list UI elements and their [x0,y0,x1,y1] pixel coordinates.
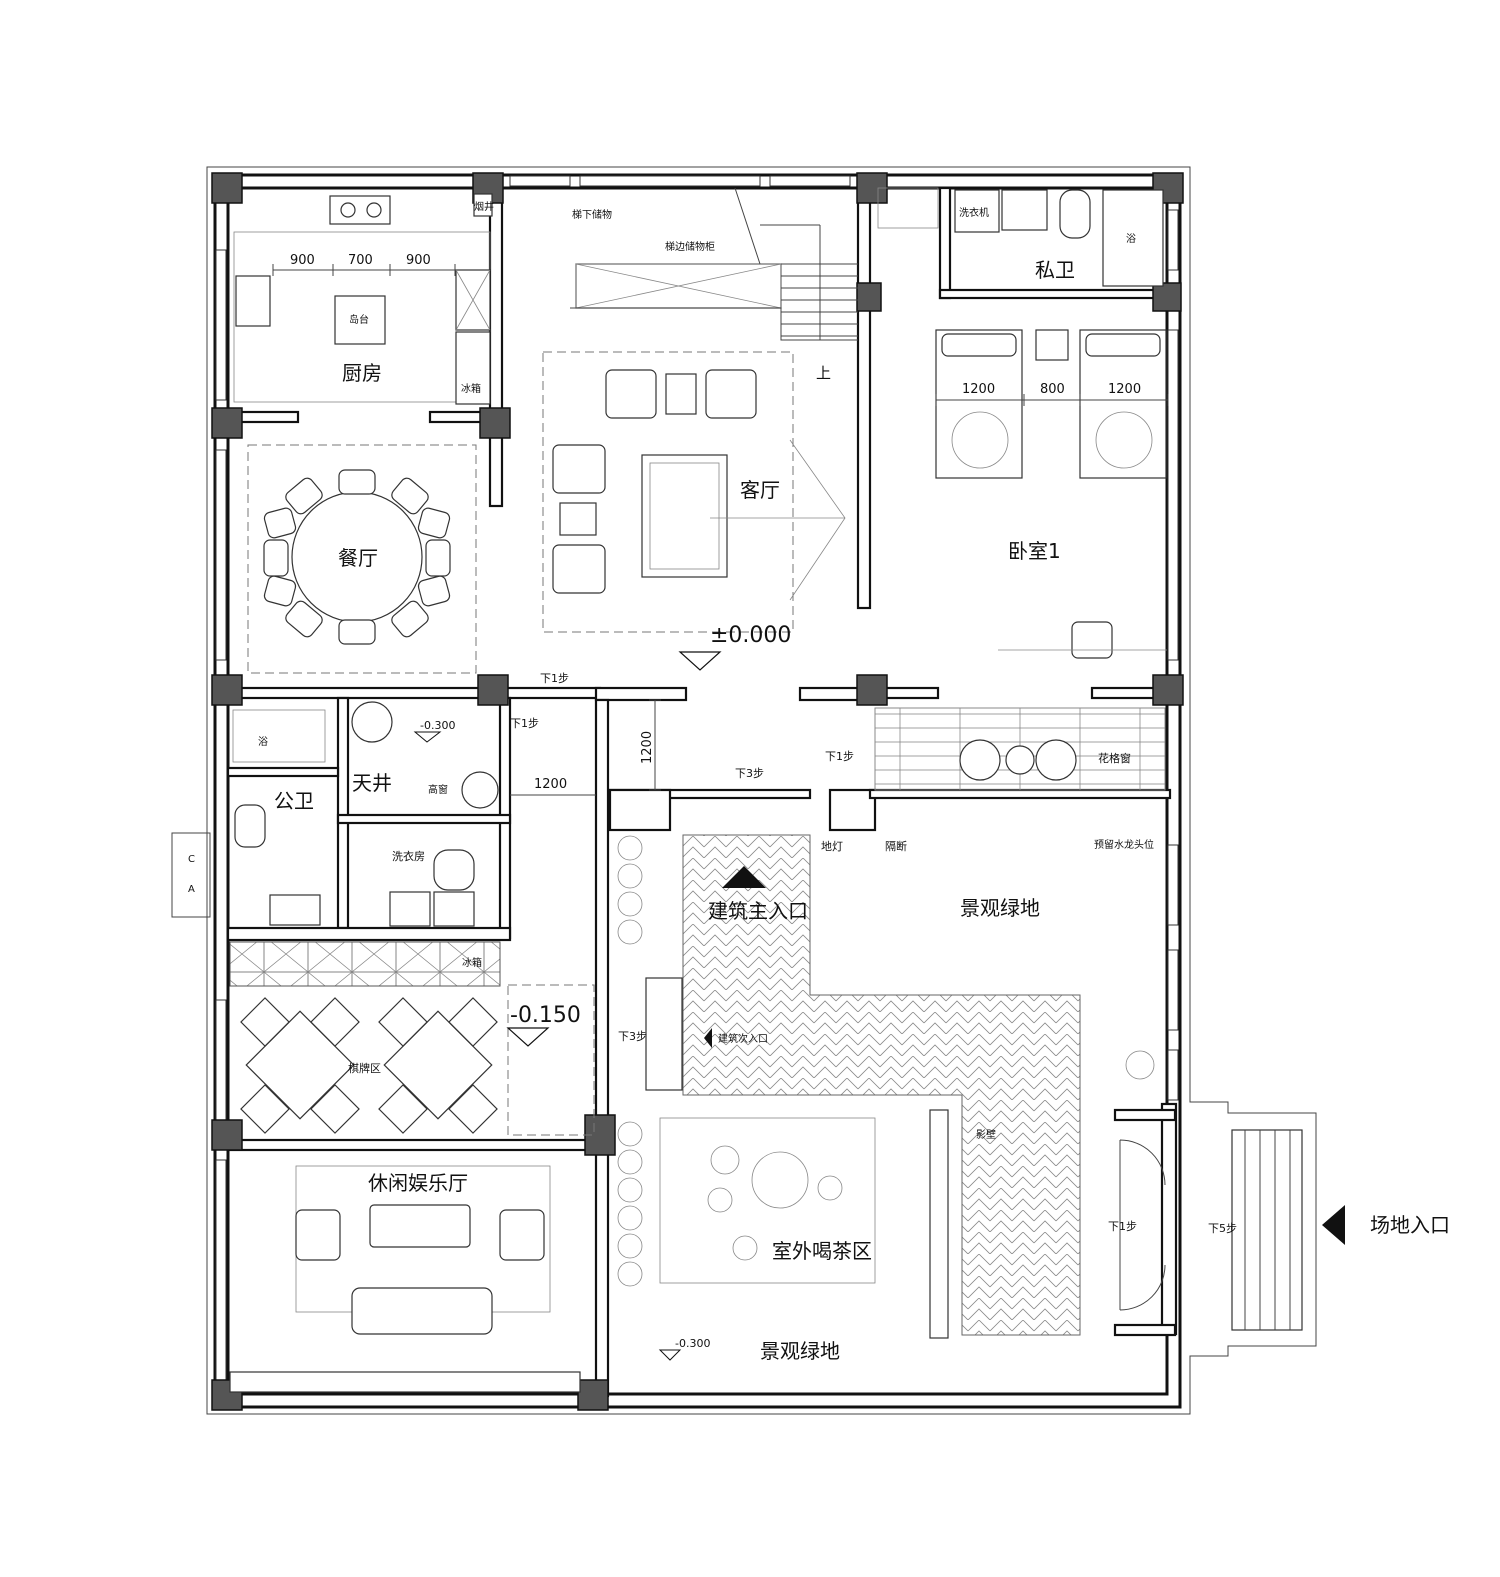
dim-kitchen-1: 900 [290,253,315,268]
label-lattice-window: 花格窗 [1098,751,1131,765]
dim-bedroom-2: 800 [1040,382,1065,397]
stair [570,187,858,341]
dining-furniture [247,444,477,674]
label-chimney: 烟井 [474,200,494,213]
label-secondary-entrance: 建筑次入口 [718,1032,768,1045]
label-washer: 洗衣机 [959,206,989,219]
label-fridge-chess: 冰箱 [462,956,482,969]
label-partition: 隔断 [885,839,907,853]
label-site-entrance: 场地入口 [1370,1213,1450,1237]
level-garden: -0.300 [675,1337,710,1350]
room-bedroom1: 卧室1 [1008,539,1061,563]
dim-kitchen-3: 900 [406,253,431,268]
private-bath-fixtures [877,187,1164,287]
room-courtyard-well: 天井 [352,771,392,795]
label-up: 上 [816,364,831,382]
outdoor-paving [617,707,1303,1339]
level-labels: ±0.000 -0.300 -0.150 -0.300 [420,623,791,1350]
step-label: 下1步 [825,750,854,763]
label-stair-cabinet: 梯边储物柜 [665,240,715,253]
label-a-mark: A [188,884,195,895]
label-water-point: 预留水龙头位 [1094,838,1154,851]
label-screen-wall: 影壁 [976,1128,996,1141]
step-label: 下5步 [1208,1222,1237,1235]
dim-vertical-1200: 1200 [640,731,655,764]
room-private-bath: 私卫 [1035,258,1075,282]
annotation-labels: 烟井 岛台 冰箱 梯下储物 梯边储物柜 上 洗衣机 浴 浴 高窗 地灯 隔断 花… [188,200,1450,1237]
kitchen-furniture [233,193,493,405]
label-main-entrance: 建筑主入口 [708,899,808,923]
level-chess: -0.150 [510,1003,581,1028]
bedroom-furniture [935,329,1167,659]
room-labels: 厨房 餐厅 客厅 卧室1 私卫 公卫 天井 洗衣房 棋牌区 休闲娱乐厅 室外喝茶… [274,258,1075,1363]
living-furniture [542,351,846,633]
label-shower-public: 浴 [258,736,268,748]
step-label: 下3步 [735,767,764,780]
room-outdoor-tea: 室外喝茶区 [772,1239,872,1263]
step-label: 下1步 [540,672,569,685]
dim-bedroom-3: 1200 [1108,382,1141,397]
step-label: 下3步 [618,1030,647,1043]
level-main: ±0.000 [710,623,791,648]
step-label: 下1步 [510,717,539,730]
level-well: -0.300 [420,719,455,732]
label-island: 岛台 [349,313,369,326]
room-landscape-green-1: 景观绿地 [960,896,1040,920]
dimension-lines [272,264,1169,796]
chess-furniture [229,941,595,1136]
label-c-mark: C [188,854,195,865]
dim-kitchen-2: 700 [348,253,373,268]
room-living: 客厅 [740,478,780,502]
dim-horizontal-1200: 1200 [534,777,567,792]
step-labels: 下1步 下1步 下1步 下3步 下3步 下1步 下5步 [510,672,1237,1235]
entrance-markers [413,651,1345,1361]
room-public-bath: 公卫 [274,789,314,813]
label-ground-light: 地灯 [821,840,843,853]
dim-bedroom-1: 1200 [962,382,995,397]
room-leisure-hall: 休闲娱乐厅 [368,1171,468,1195]
label-fridge-kitchen: 冰箱 [461,382,481,395]
room-chess-area: 棋牌区 [348,1061,381,1075]
dimension-labels: 900 700 900 1200 800 1200 1200 1200 [290,253,1141,792]
room-landscape-green-2: 景观绿地 [760,1339,840,1363]
label-shower-private: 浴 [1126,233,1136,245]
site-boundary [171,166,1317,1415]
label-high-window: 高窗 [428,783,448,796]
step-label: 下1步 [1108,1220,1137,1233]
room-dining: 餐厅 [338,546,378,570]
room-kitchen: 厨房 [342,361,382,385]
leisure-furniture [229,1165,581,1393]
service-fixtures [232,701,499,927]
room-laundry: 洗衣房 [392,849,425,863]
label-under-stair-storage: 梯下储物 [572,208,612,221]
